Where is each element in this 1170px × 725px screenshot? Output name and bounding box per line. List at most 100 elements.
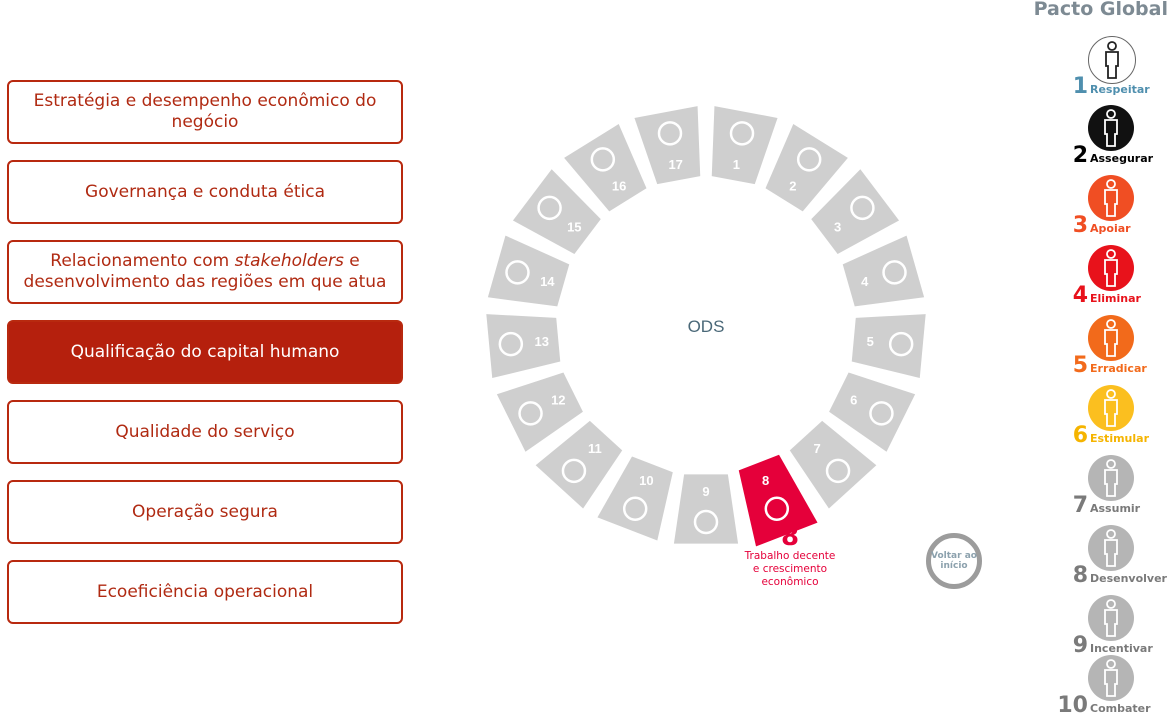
back-to-start-button[interactable]: Voltar ao início	[926, 533, 982, 589]
pacto-number: 10	[1057, 693, 1088, 718]
ods-12-icon	[518, 401, 543, 426]
theme-label: Relacionamento com stakeholders e desenv…	[9, 251, 401, 293]
pacto-item-5[interactable]: 5 Erradicar	[1040, 315, 1170, 385]
ods-7-icon	[825, 458, 851, 484]
ods-segment-2[interactable]	[765, 124, 848, 212]
ods-2-icon	[796, 147, 822, 172]
pacto-item-7[interactable]: 7 Assumir	[1040, 455, 1170, 525]
ods-segment-number: 14	[540, 274, 555, 289]
ods-segment-number: 5	[867, 334, 874, 349]
ods-segment-number: 16	[612, 179, 626, 194]
back-label: Voltar ao início	[931, 551, 977, 571]
ods-segment-number: 1	[733, 157, 740, 172]
theme-button-governance[interactable]: Governança e conduta ética	[7, 160, 403, 224]
ods-segment-number: 6	[850, 393, 857, 408]
pacto-item-10[interactable]: 10 Combater	[1040, 655, 1170, 725]
theme-label: Ecoeficiência operacional	[96, 581, 314, 602]
ods-14-icon	[505, 260, 530, 285]
person-plus-icon	[1088, 36, 1136, 84]
ods-segment-number: 4	[861, 274, 869, 289]
selected-ods-number: 8	[780, 522, 800, 552]
ods-segment-number: 9	[702, 484, 709, 499]
theme-label: Operação segura	[132, 501, 278, 522]
pacto-item-6[interactable]: 6 Estimular	[1040, 385, 1170, 455]
pacto-label: Combater	[1090, 702, 1151, 715]
ods-8-icon	[764, 496, 790, 522]
pacto-number: 9	[1072, 633, 1088, 658]
pacto-label: Assumir	[1090, 502, 1141, 515]
pacto-number: 1	[1072, 74, 1088, 99]
ods-segment-number: 12	[551, 393, 565, 408]
ods-center-label: ODS	[688, 317, 725, 336]
ods-6-icon	[869, 401, 894, 426]
pacto-label: Apoiar	[1090, 222, 1131, 235]
theme-label: Estratégia e desempenho econômico do neg…	[33, 91, 377, 132]
ods-5-icon	[888, 331, 914, 357]
pacto-item-8[interactable]: 8 Desenvolver	[1040, 525, 1170, 595]
ods-16-icon	[590, 147, 616, 172]
gears-icon	[1088, 595, 1134, 641]
ods-segment-16[interactable]	[564, 124, 647, 212]
pacto-label: Assegurar	[1090, 152, 1154, 165]
ods-segment-number: 13	[534, 334, 548, 349]
ods-segment-11[interactable]	[535, 420, 623, 509]
ods-17-icon	[657, 121, 683, 146]
pacto-item-9[interactable]: 9 Incentivar	[1040, 595, 1170, 665]
ods-segment-7[interactable]	[789, 420, 877, 509]
selected-ods-title: Trabalho decente e crescimento econômico	[744, 550, 836, 588]
ods-10-icon	[622, 496, 648, 522]
pacto-item-1[interactable]: 1 Respeitar	[1040, 36, 1170, 106]
ods-11-icon	[561, 458, 587, 484]
pacto-number: 3	[1072, 213, 1088, 238]
pacto-item-4[interactable]: 4 Eliminar	[1040, 245, 1170, 315]
ods-segment-number: 15	[567, 220, 581, 235]
pacto-label: Respeitar	[1090, 83, 1150, 96]
money-tree-icon	[1088, 455, 1134, 501]
pacto-item-2[interactable]: 2 Assegurar	[1040, 105, 1170, 175]
ods-15-icon	[537, 195, 562, 221]
pacto-label: Desenvolver	[1090, 572, 1167, 585]
theme-button-stakeholders[interactable]: Relacionamento com stakeholders e desenv…	[7, 240, 403, 304]
ods-segment-number: 8	[762, 473, 769, 488]
ods-segment-13[interactable]	[486, 314, 561, 379]
theme-label-italic: stakeholders	[234, 251, 344, 271]
ods-3-icon	[850, 195, 875, 221]
ods-segment-number: 17	[668, 157, 682, 172]
ods-segment-5[interactable]	[851, 314, 926, 379]
ods-13-icon	[498, 331, 524, 357]
ods-segment-number: 2	[789, 179, 796, 194]
ods-segment-12[interactable]	[496, 372, 583, 452]
theme-button-eco-efficiency[interactable]: Ecoeficiência operacional	[7, 560, 403, 624]
ods-9-icon	[693, 509, 719, 535]
theme-label: Qualificação do capital humano	[70, 341, 340, 362]
theme-button-service-quality[interactable]: Qualidade do serviço	[7, 400, 403, 464]
person-plus-icon	[1088, 385, 1134, 431]
pacto-number: 4	[1072, 283, 1088, 308]
ods-segment-3[interactable]	[811, 169, 900, 255]
pacto-label: Incentivar	[1090, 642, 1153, 655]
pacto-number: 6	[1072, 423, 1088, 448]
theme-button-human-capital[interactable]: Qualificação do capital humano	[7, 320, 403, 384]
theme-button-safe-operation[interactable]: Operação segura	[7, 480, 403, 544]
pacto-label: Erradicar	[1090, 362, 1147, 375]
pacto-number: 8	[1072, 563, 1088, 588]
ods-segment-number: 7	[814, 441, 821, 456]
ods-segment-number: 3	[834, 220, 841, 235]
theme-label-part: e desenvolvimento das regiões em que atu…	[23, 251, 387, 292]
pacto-label: Estimular	[1090, 432, 1150, 445]
ods-segment-number: 10	[639, 473, 653, 488]
theme-label: Governança e conduta ética	[85, 181, 325, 202]
ods-segment-15[interactable]	[512, 169, 601, 255]
ods-segment-9[interactable]	[673, 474, 739, 544]
group-icon	[1088, 525, 1134, 571]
ods-4-icon	[882, 260, 907, 285]
pacto-item-3[interactable]: 3 Apoiar	[1040, 175, 1170, 245]
ods-segment-8[interactable]	[738, 454, 818, 547]
ods-segment-number: 11	[588, 441, 602, 456]
theme-button-strategy[interactable]: Estratégia e desempenho econômico do neg…	[7, 80, 403, 144]
pacto-number: 7	[1072, 493, 1088, 518]
pacto-number: 2	[1072, 143, 1088, 168]
child-icon	[1088, 315, 1134, 361]
ods-segment-6[interactable]	[829, 372, 916, 452]
